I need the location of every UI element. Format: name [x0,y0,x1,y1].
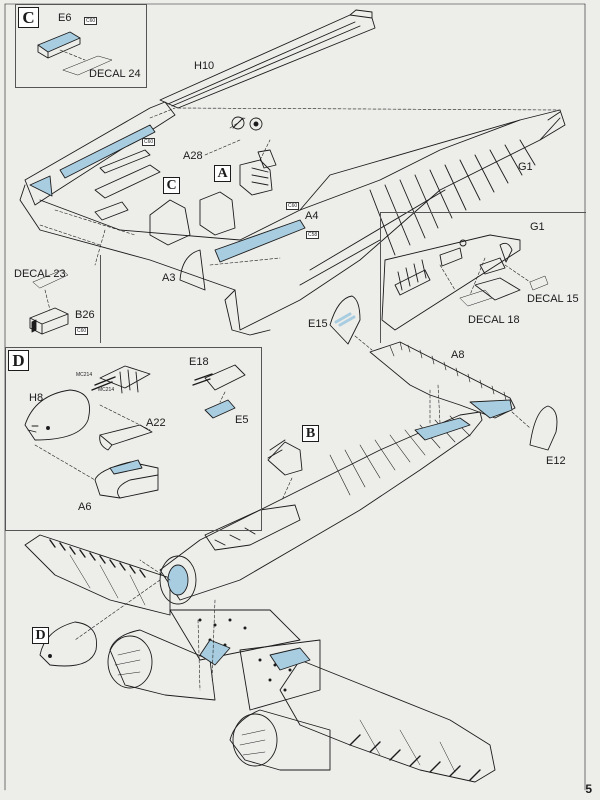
inset-c-parts [37,31,113,76]
upper-fuselage-half [19,9,566,336]
label-b26: B26 [75,309,95,321]
label-decal-23: DECAL 23 [14,268,66,280]
code-c60-b26: C60 [75,327,89,335]
marker-b: B [302,425,319,442]
inset-d-letter: D [8,350,29,371]
marker-d: D [32,627,49,644]
code-c60-e6: C60 [84,17,98,25]
label-a8: A8 [451,349,465,361]
label-a22: A22 [146,417,166,429]
label-e6: E6 [58,12,72,24]
inset-c-frame [15,4,147,88]
label-a4: A4 [305,210,319,222]
label-decal-15: DECAL 15 [527,293,579,305]
label-decal-24: DECAL 24 [89,68,141,80]
page-number: 5 [585,782,592,796]
inset-c-letter: C [18,7,39,28]
code-mc214-b: MC214 [98,387,115,393]
tailplane-parts [329,295,558,451]
label-g1-main: G1 [518,161,533,173]
inset-decal23-frame [5,255,101,343]
inset-d-frame [5,347,262,531]
marker-a: A [214,165,231,182]
label-e12: E12 [546,455,566,467]
label-h8: H8 [29,392,44,404]
label-a28: A28 [183,150,203,162]
label-a3: A3 [162,272,176,284]
label-h10: H10 [194,60,215,72]
label-decal-18: DECAL 18 [468,314,520,326]
inset-g1-frame [380,212,586,343]
b26-parts [29,269,69,335]
inset-g1-parts [381,234,549,331]
label-e18: E18 [189,356,209,368]
code-c60-a4: C60 [286,202,300,210]
code-mc214-a: MC214 [76,372,93,378]
label-g1-inset: G1 [530,221,545,233]
code-c58-a4: C58 [306,231,320,239]
marker-c: C [163,177,180,194]
inset-d-parts [24,364,246,499]
label-a6: A6 [78,501,92,513]
code-c60-a28: C60 [142,138,156,146]
label-e5: E5 [235,414,249,426]
label-e15: E15 [308,318,328,330]
lower-assembly [24,411,496,783]
